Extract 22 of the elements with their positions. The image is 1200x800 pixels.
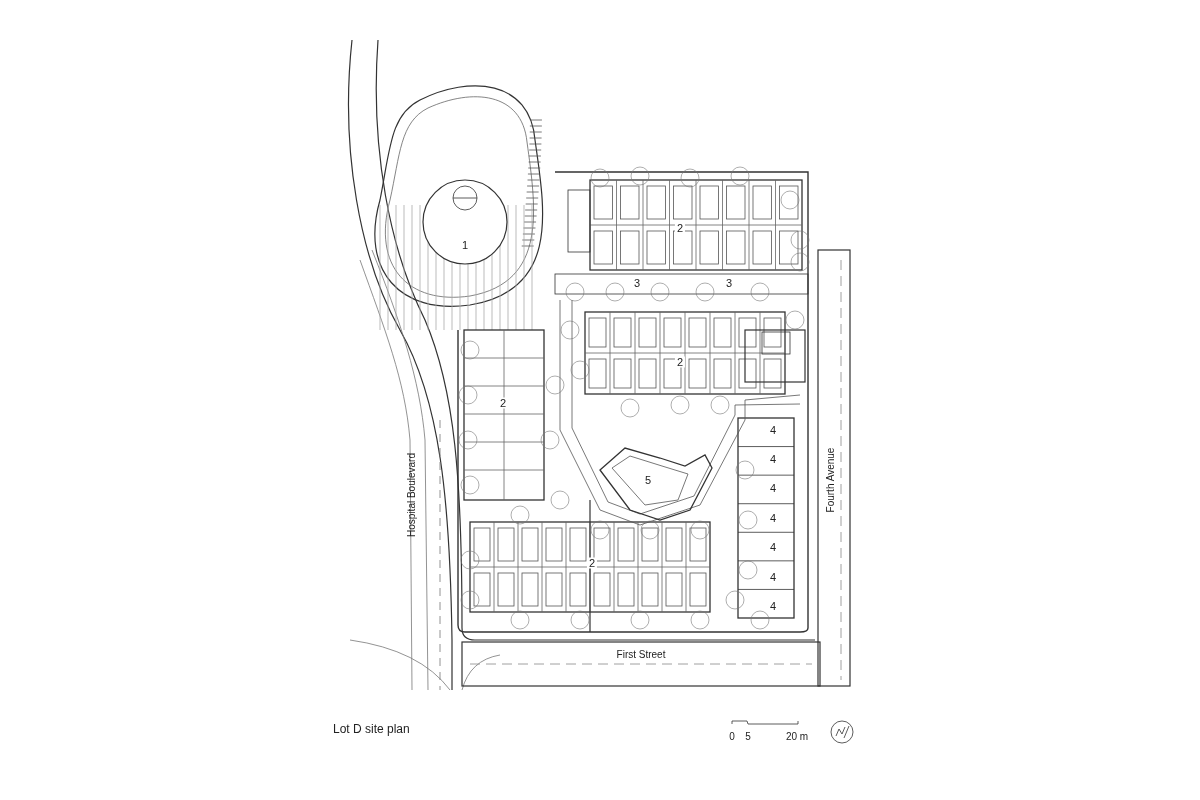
- street-label: Fourth Avenue: [824, 447, 836, 513]
- callout-number: 2: [586, 557, 598, 569]
- callout-number: 2: [674, 222, 686, 234]
- scale-label: 5: [745, 730, 751, 742]
- callout-number: 4: [767, 600, 779, 612]
- callout-number: 2: [497, 397, 509, 409]
- street-label: Hospital Boulevard: [405, 453, 417, 537]
- caption: Lot D site plan: [333, 722, 410, 736]
- callout-number: 3: [631, 277, 643, 289]
- callout-number: 4: [767, 453, 779, 465]
- callout-number: 4: [767, 541, 779, 553]
- callout-number: 4: [767, 482, 779, 494]
- callout-number: 5: [642, 474, 654, 486]
- callout-number: 4: [767, 571, 779, 583]
- scale-label: 0: [729, 730, 735, 742]
- callout-number: 4: [767, 512, 779, 524]
- callout-number: 2: [674, 356, 686, 368]
- scale-label: 20 m: [785, 730, 809, 742]
- street-label: First Street: [616, 648, 666, 660]
- callout-number: 1: [459, 239, 471, 251]
- callout-number: 4: [767, 424, 779, 436]
- callout-number: 3: [723, 277, 735, 289]
